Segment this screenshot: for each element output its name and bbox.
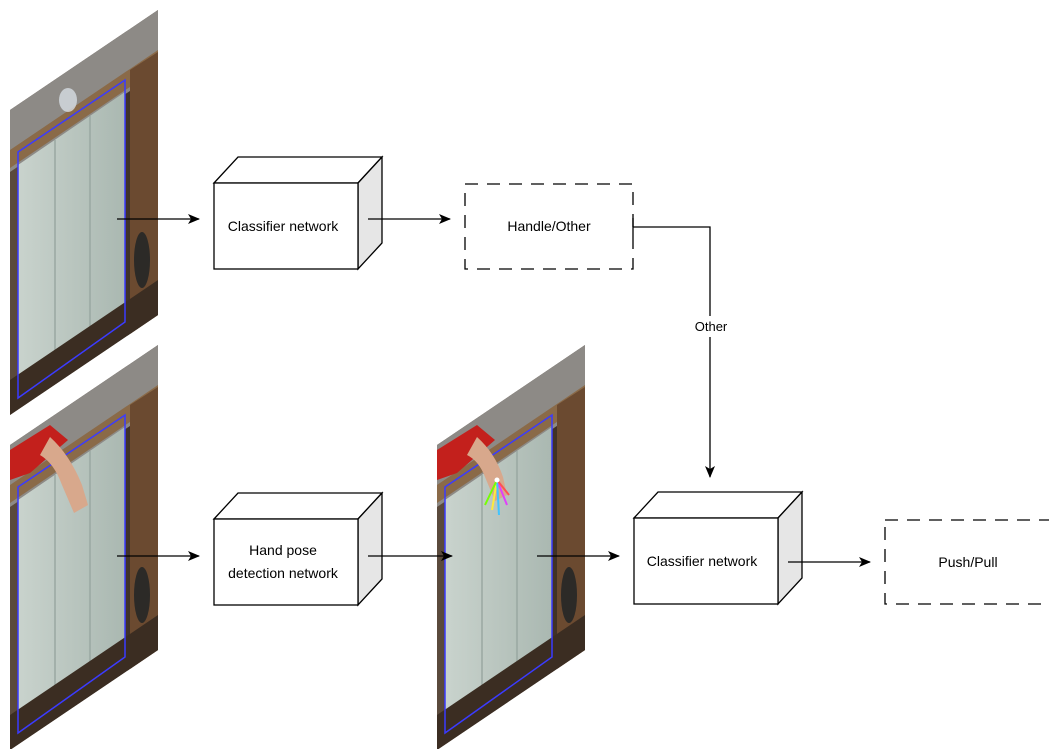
hand-pose-label-line2: detection network — [228, 565, 339, 581]
push-pull-label: Push/Pull — [938, 554, 997, 570]
classifier-network-bottom-label: Classifier network — [647, 553, 758, 569]
handle-other-label: Handle/Other — [507, 218, 591, 234]
other-edge-label: Other — [695, 319, 728, 334]
classifier-network-bottom-box: Classifier network — [632, 490, 804, 606]
other-connector: Other — [632, 218, 728, 478]
push-pull-box: Push/Pull — [884, 519, 1049, 605]
handle-other-box: Handle/Other — [464, 183, 634, 270]
cabinet-image-hand-keypoints — [436, 344, 586, 749]
cabinet-image-top — [9, 9, 159, 416]
hand-pose-label-line1: Hand pose — [249, 542, 317, 558]
hand-pose-network-box: Hand pose detection network — [212, 491, 384, 607]
classifier-network-top-label: Classifier network — [228, 218, 339, 234]
cabinet-image-hand — [9, 344, 159, 749]
keypoints-overlay — [484, 477, 510, 516]
classifier-network-top-box: Classifier network — [212, 155, 384, 271]
